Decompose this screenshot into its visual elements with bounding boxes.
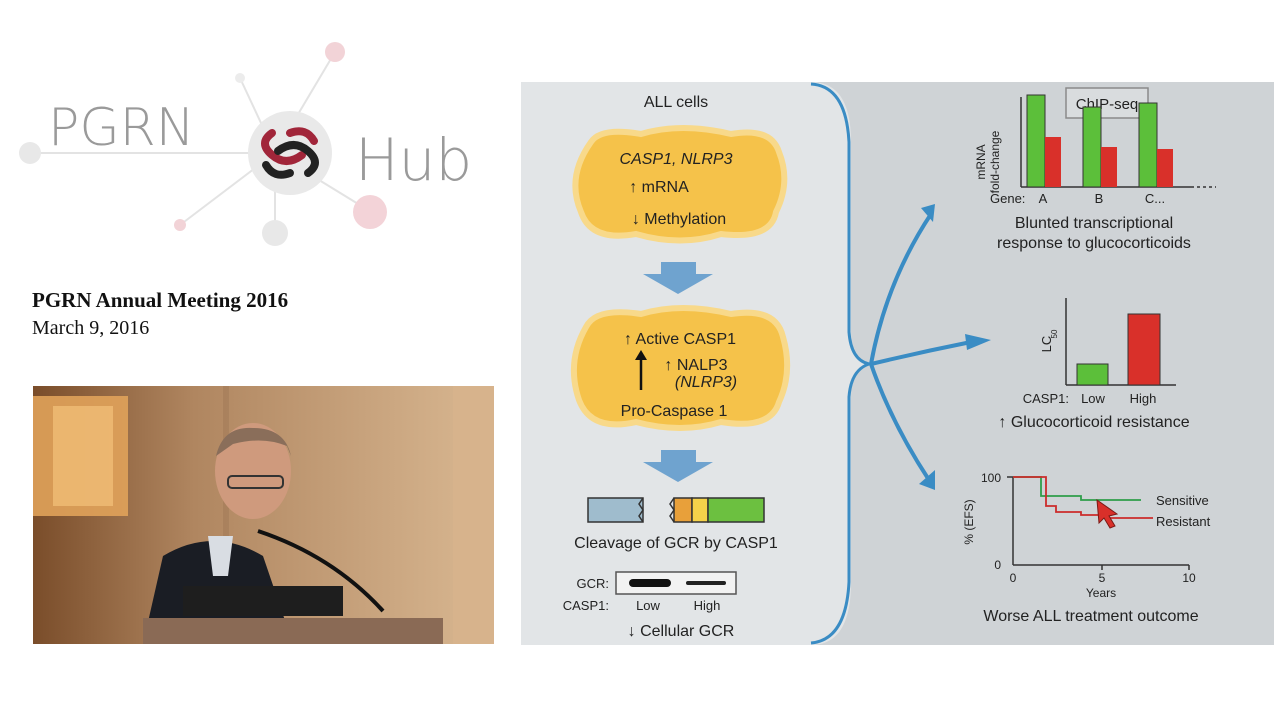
efs-x-10: 10: [1182, 571, 1196, 585]
meeting-title: PGRN Annual Meeting 2016: [32, 288, 289, 312]
blob2-nalp3: ↑ NALP3: [664, 357, 727, 374]
efs-ylabel: % (EFS): [962, 499, 976, 544]
blob1-mrna: ↑ mRNA: [629, 179, 689, 196]
cellular-gcr-label: ↓ Cellular GCR: [628, 623, 735, 640]
chipseq-bar-green-c: [1138, 102, 1158, 188]
efs-line-resistant: [1013, 476, 1153, 519]
blob-1: [572, 125, 788, 244]
chipseq-ylabel-1: mRNA: [974, 144, 988, 179]
lc50-high: High: [1130, 391, 1157, 406]
chipseq-caption-1: Blunted transcriptional: [1015, 215, 1173, 232]
efs-x-5: 5: [1099, 571, 1106, 585]
chipseq-bar-green-a: [1026, 94, 1046, 188]
blob2-active-casp1: ↑ Active CASP1: [624, 331, 736, 348]
down-arrow-1: [643, 262, 713, 294]
western-low: Low: [636, 598, 660, 613]
western-band-high: [686, 581, 726, 585]
chipseq-gene-label: Gene:: [990, 191, 1025, 206]
chipseq-ylabel-2: fold-change: [988, 130, 1002, 193]
chipseq-bar-green-b: [1082, 106, 1102, 188]
chipseq-bar-red-b: [1101, 147, 1117, 187]
efs-xlabel: Years: [1086, 586, 1116, 600]
gcr-fragment-yellow: [691, 497, 709, 523]
chipseq-bar-red-a: [1045, 137, 1061, 187]
lc50-ylabel-sub: 50: [1050, 329, 1059, 338]
chipseq-bar-red-c: [1157, 149, 1173, 187]
lc50-casp1-label: CASP1:: [1023, 391, 1069, 406]
cleavage-label: Cleavage of GCR by CASP1: [574, 535, 778, 552]
logo-text-pgrn: PGRN: [48, 98, 195, 158]
blob-2: [570, 305, 791, 431]
chipseq-gene-b: B: [1095, 191, 1104, 206]
brace: [810, 82, 875, 645]
blob1-methylation: ↓ Methylation: [632, 211, 726, 228]
efs-y-bottom: 0: [994, 558, 1001, 572]
chipseq-caption-2: response to glucocorticoids: [997, 235, 1191, 252]
western-band-low: [629, 579, 671, 587]
efs-resistant-label: Resistant: [1156, 514, 1211, 529]
efs-line-sensitive: [1013, 476, 1141, 501]
gcr-fragment-green: [707, 497, 765, 523]
western-casp1-label: CASP1:: [563, 598, 609, 613]
lc50-bar-low: [1076, 363, 1109, 386]
slide: ALL cells CASP1, NLRP3 ↑ mRNA ↓ Methylat…: [521, 82, 1274, 645]
blob2-pro-caspase: Pro-Caspase 1: [621, 403, 728, 420]
slide-canvas: ALL cells CASP1, NLRP3 ↑ mRNA ↓ Methylat…: [521, 82, 1216, 645]
western-gcr-label: GCR:: [577, 576, 610, 591]
speaker-video[interactable]: [33, 386, 494, 644]
mouse-pointer-icon: [1096, 498, 1119, 529]
lc50-caption: ↑ Glucocorticoid resistance: [998, 414, 1189, 431]
meeting-date: March 9, 2016: [32, 317, 150, 339]
chipseq-gene-c: C...: [1145, 191, 1165, 206]
lc50-ylabel: LC: [1039, 336, 1054, 353]
western-blot-box: [615, 571, 737, 595]
efs-x-0: 0: [1010, 571, 1017, 585]
down-arrow-2: [643, 450, 713, 482]
speaker-video-frame: [33, 386, 494, 644]
efs-caption: Worse ALL treatment outcome: [983, 608, 1198, 625]
gcr-fragment-left: [587, 497, 644, 523]
gcr-fragment-orange: [673, 497, 693, 523]
chipseq-gene-a: A: [1039, 191, 1048, 206]
lc50-low: Low: [1081, 391, 1105, 406]
lc50-bar-high: [1127, 313, 1161, 386]
blob2-nlrp3: (NLRP3): [675, 374, 737, 391]
logo-text-hub: Hub: [355, 126, 472, 194]
chipseq-bars: [1026, 94, 1173, 188]
pgrn-hub-logo: PGRN Hub: [19, 42, 472, 246]
blob1-genes: CASP1, NLRP3: [620, 151, 733, 168]
western-high: High: [694, 598, 721, 613]
all-cells-label: ALL cells: [644, 94, 708, 111]
efs-sensitive-label: Sensitive: [1156, 493, 1209, 508]
efs-y-top: 100: [981, 471, 1001, 485]
